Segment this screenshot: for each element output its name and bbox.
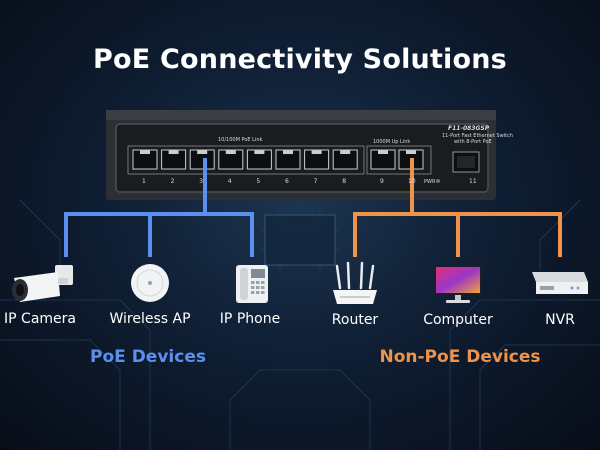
poe-port-group-frame	[127, 145, 365, 175]
rj45-port-tab-6	[283, 150, 293, 154]
computer-label: Computer	[423, 312, 493, 328]
ip-camera-label: IP Camera	[4, 311, 76, 327]
nvr-icon	[532, 272, 588, 294]
switch-model: F11-083GSP	[448, 125, 490, 132]
poe-connector-lines	[64, 158, 254, 257]
rj45-port-tab-4	[225, 150, 236, 154]
rj45-port-tab-9	[378, 150, 388, 154]
rj45-port-tab-2	[168, 150, 179, 154]
rj45-port-tab-8	[340, 150, 351, 154]
non-poe-devices-heading: Non-PoE Devices	[379, 347, 541, 367]
poe-devices-heading: PoE Devices	[90, 347, 206, 367]
switch-top-edge	[106, 110, 496, 120]
port-number-5: 5	[256, 178, 261, 185]
page-title: PoE Connectivity Solutions	[93, 44, 507, 75]
rj45-port-tab-3	[197, 150, 208, 154]
rj45-port-tab-7	[311, 150, 322, 154]
wireless-ap-icon	[131, 264, 169, 302]
nvr-label: NVR	[545, 312, 575, 328]
poe-group-label: 10/100M PoE Link	[218, 137, 263, 143]
port-number-6: 6	[285, 178, 289, 185]
router-icon	[333, 261, 377, 304]
uplink-port-group-frame	[366, 145, 432, 175]
port-number-4: 4	[227, 178, 232, 185]
rj45-port-tab-10	[406, 150, 416, 154]
port-number-10: 10	[408, 178, 416, 185]
port-number-7: 7	[313, 178, 318, 185]
port-number-2: 2	[170, 178, 175, 185]
rj45-port-tab-5	[254, 150, 265, 154]
switch-ports	[132, 149, 424, 170]
power-label: PWR	[424, 179, 436, 185]
port-number-9: 9	[380, 178, 384, 185]
sfp-port-inner	[457, 156, 475, 168]
rj45-port-tab-1	[140, 150, 150, 154]
ip-phone-icon	[236, 265, 268, 303]
router-label: Router	[331, 312, 379, 328]
switch-description-line1: 11-Port Fast Ethernet Switch	[442, 133, 513, 139]
port-number-11: 11	[469, 178, 477, 185]
port-number-1: 1	[142, 178, 146, 185]
ip-camera-icon	[12, 265, 73, 302]
port-number-3: 3	[199, 178, 204, 185]
uplink-group-label: 1000M Up Link	[373, 139, 411, 145]
computer-icon	[434, 265, 482, 303]
port-number-8: 8	[342, 178, 347, 185]
wireless-ap-label: Wireless AP	[109, 311, 191, 327]
non-poe-connector-lines	[353, 158, 562, 257]
switch-description-line2: with 8-Port PoE	[454, 139, 492, 145]
ip-phone-label: IP Phone	[219, 311, 281, 327]
power-led	[436, 179, 440, 183]
switch-front-panel	[115, 123, 489, 193]
